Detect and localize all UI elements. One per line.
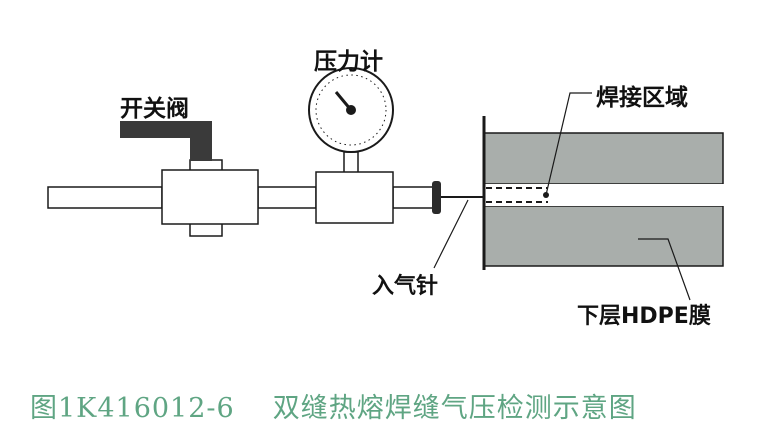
weld-zone-leader: [545, 92, 592, 196]
gauge-stem: [343, 151, 359, 174]
upper-membrane: [483, 132, 724, 185]
needle-leader: [433, 199, 469, 269]
valve-body: [161, 169, 259, 225]
gauge-fitting: [315, 171, 394, 224]
lower-hdpe-membrane: [483, 205, 724, 267]
gauge-hub: [346, 105, 356, 115]
lower-membrane-leader: [638, 238, 691, 301]
inflation-needle-label: 入气针: [372, 274, 439, 299]
weld-zone-label: 焊接区域: [596, 85, 688, 111]
needle-flange: [432, 181, 441, 214]
figure-number: 图1K416012-6: [30, 393, 235, 424]
pipe-right: [392, 186, 436, 209]
valve-handle: [120, 121, 212, 161]
pipe-left: [47, 186, 163, 209]
figure-title: 双缝热熔焊缝气压检测示意图: [272, 393, 637, 424]
weld-zone-leader-dot: [543, 192, 549, 198]
weld-channel: [482, 184, 725, 206]
gauge-inner-ring: [315, 74, 387, 146]
figure-caption: 图1K416012-6 双缝热熔焊缝气压检测示意图: [30, 386, 750, 425]
lower-hdpe-membrane-label: 下层HDPE膜: [577, 304, 711, 329]
pressure-gauge-label: 压力计: [314, 49, 383, 75]
switch-valve-label: 开关阀: [120, 96, 189, 122]
pipe-middle: [257, 186, 317, 209]
